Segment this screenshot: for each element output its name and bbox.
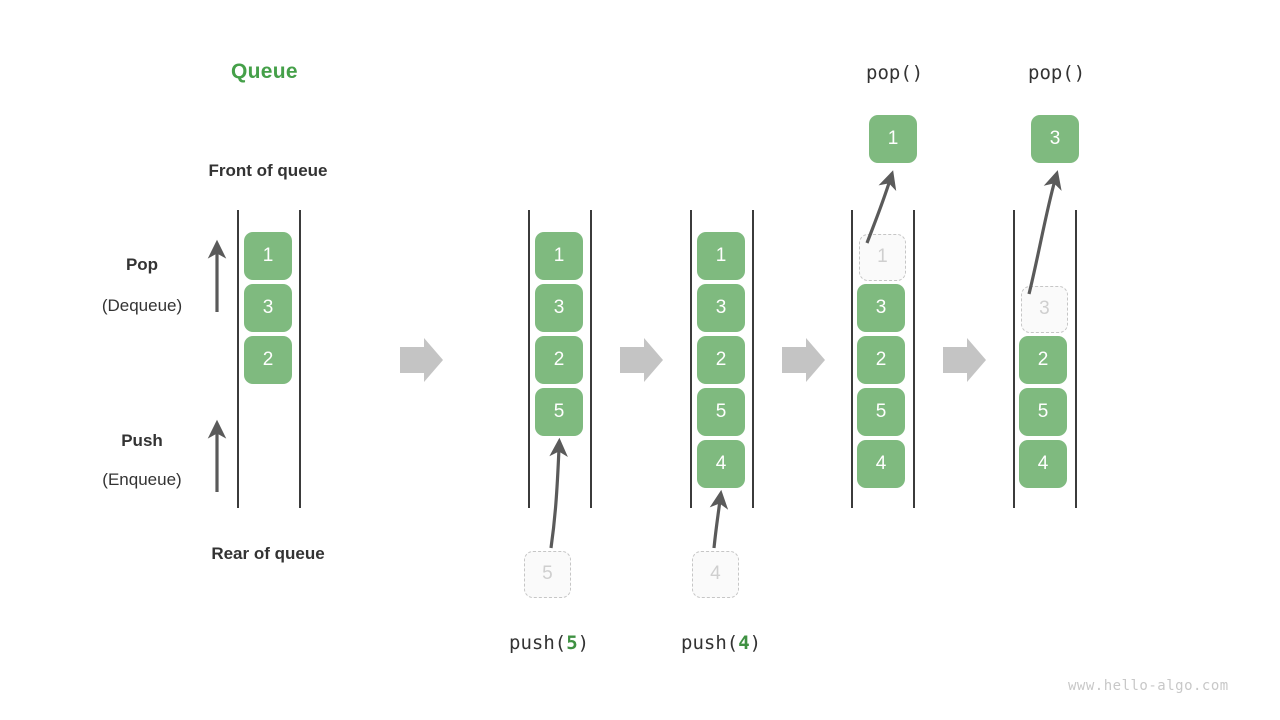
rail-left-stage-3 (690, 210, 692, 508)
enqueue-label: (Enqueue) (102, 470, 182, 489)
queue-cell: 2 (244, 336, 292, 384)
flow-arrow-1 (400, 338, 443, 382)
rail-right-stage-1 (299, 210, 301, 508)
queue-cell: 1 (244, 232, 292, 280)
queue-cell: 3 (697, 284, 745, 332)
queue-cell: 4 (857, 440, 905, 488)
dequeue-label: (Dequeue) (101, 296, 183, 315)
queue-cell: 1 (697, 232, 745, 280)
rail-left-stage-2 (528, 210, 530, 508)
push-caption-2-pre: push( (681, 632, 739, 654)
queue-cell: 1 (535, 232, 583, 280)
pop-caption-2: pop() (1028, 62, 1086, 84)
push-insert-arrow-2 (709, 489, 729, 549)
vacated-cell: 1 (859, 234, 906, 281)
queue-cell: 2 (857, 336, 905, 384)
queue-cell: 5 (535, 388, 583, 436)
pending-cell: 5 (524, 551, 571, 598)
rail-left-stage-4 (851, 210, 853, 508)
queue-cell: 5 (857, 388, 905, 436)
flow-arrow-4 (943, 338, 986, 382)
pop-extract-arrow-2 (1027, 170, 1062, 295)
rear-of-queue-label: Rear of queue (211, 544, 325, 563)
popped-cell: 3 (1031, 115, 1079, 163)
queue-cell: 2 (697, 336, 745, 384)
queue-cell: 4 (1019, 440, 1067, 488)
vacated-cell: 3 (1021, 286, 1068, 333)
diagram-title: Queue (231, 60, 298, 83)
front-of-queue-label: Front of queue (208, 161, 328, 180)
queue-cell: 3 (535, 284, 583, 332)
rail-left-stage-5 (1013, 210, 1015, 508)
push-caption-1-value: 5 (566, 632, 578, 654)
queue-cell: 2 (1019, 336, 1067, 384)
queue-cell: 2 (535, 336, 583, 384)
pop-caption-1: pop() (866, 62, 924, 84)
push-caption-1: push(5) (509, 632, 589, 654)
queue-cell: 4 (697, 440, 745, 488)
pop-label: Pop (125, 255, 159, 274)
rail-left-stage-1 (237, 210, 239, 508)
rail-right-stage-2 (590, 210, 592, 508)
rail-right-stage-3 (752, 210, 754, 508)
push-insert-arrow-1 (549, 437, 568, 549)
pending-cell: 4 (692, 551, 739, 598)
flow-arrow-2 (620, 338, 663, 382)
watermark: www.hello-algo.com (1068, 678, 1229, 694)
popped-cell: 1 (869, 115, 917, 163)
push-caption-2-post: ) (749, 632, 762, 654)
rail-right-stage-5 (1075, 210, 1077, 508)
queue-cell: 3 (244, 284, 292, 332)
queue-cell: 5 (1019, 388, 1067, 436)
push-caption-1-post: ) (577, 632, 590, 654)
queue-cell: 5 (697, 388, 745, 436)
push-caption-2: push(4) (681, 632, 761, 654)
queue-cell: 3 (857, 284, 905, 332)
push-caption-2-value: 4 (738, 632, 750, 654)
flow-arrow-3 (782, 338, 825, 382)
rail-right-stage-4 (913, 210, 915, 508)
push-caption-1-pre: push( (509, 632, 567, 654)
push-label: Push (121, 431, 163, 450)
